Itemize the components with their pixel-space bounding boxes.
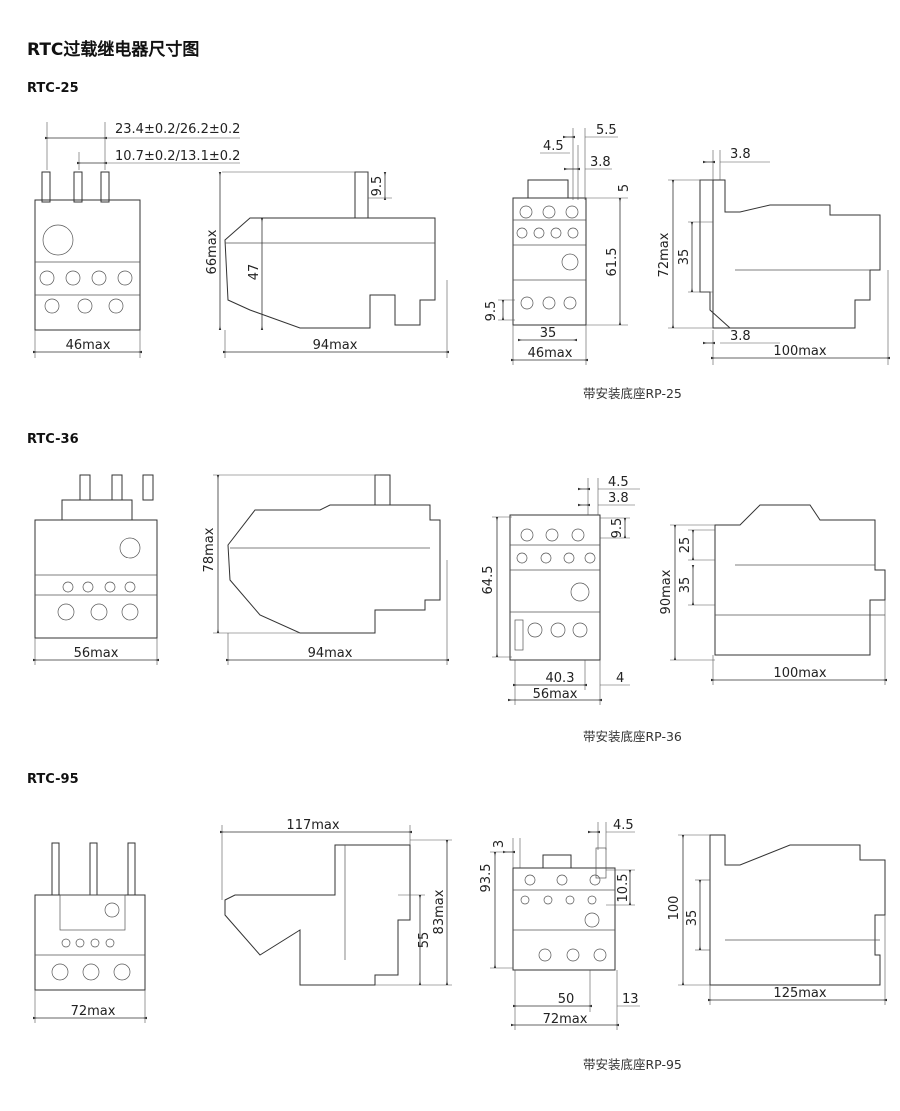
- section-rtc-95: RTC-95 72max 117max 55 83max: [27, 772, 887, 1072]
- dim-9-5: 9.5: [610, 518, 625, 539]
- dim-5: 5: [617, 184, 632, 192]
- dim-100max: 100max: [773, 344, 826, 359]
- front-view-drawing: [33, 842, 147, 1023]
- dim-13: 13: [622, 992, 639, 1007]
- dim-width: 56max: [74, 646, 119, 661]
- dim-40-3: 40.3: [546, 671, 575, 686]
- base-caption: 带安装底座RP-95: [583, 1057, 682, 1072]
- dim-height: 47: [247, 264, 262, 281]
- dim-width: 46max: [66, 338, 111, 353]
- side-view-drawing: [220, 825, 452, 986]
- base-caption: 带安装底座RP-25: [583, 386, 682, 401]
- dim-width: 72max: [71, 1004, 116, 1019]
- dim-35-rail: 35: [685, 910, 700, 927]
- base-side-view-drawing: [670, 504, 887, 685]
- base-side-view-drawing: [678, 834, 887, 1005]
- dim-4-5: 4.5: [543, 139, 564, 154]
- dim-depth: 117max: [286, 818, 339, 833]
- dim-35-rail: 35: [678, 577, 693, 594]
- dim-125max: 125max: [773, 986, 826, 1001]
- dim-height-max: 78max: [202, 527, 217, 572]
- dim-46max: 46max: [528, 346, 573, 361]
- dim-3-8-top: 3.8: [730, 147, 751, 162]
- dim-4-5: 4.5: [608, 475, 629, 490]
- dim-55: 55: [417, 932, 432, 949]
- dim-35-rail: 35: [677, 249, 692, 266]
- dim-height-max: 66max: [205, 229, 220, 274]
- side-view-drawing: [218, 171, 449, 358]
- base-side-view-drawing: [668, 150, 890, 365]
- dim-61-5: 61.5: [605, 248, 620, 277]
- front-view-drawing: [33, 474, 159, 665]
- base-front-view-drawing: [498, 128, 628, 365]
- section-title: RTC-95: [27, 772, 79, 787]
- dim-depth: 94max: [308, 646, 353, 661]
- dim-90max: 90max: [659, 569, 674, 614]
- dim-pitch-outer: 23.4±0.2/26.2±0.2: [115, 122, 240, 137]
- dim-35: 35: [540, 326, 557, 341]
- dim-72max: 72max: [657, 232, 672, 277]
- dim-93-5: 93.5: [479, 864, 494, 893]
- dim-100max: 100max: [773, 666, 826, 681]
- dim-4-5: 4.5: [613, 818, 634, 833]
- front-view-drawing: [33, 122, 240, 358]
- dim-3-8: 3.8: [590, 155, 611, 170]
- dim-3: 3: [492, 840, 507, 848]
- dim-tab: 9.5: [370, 176, 385, 197]
- section-rtc-36: RTC-36 56max 78max 94max: [27, 432, 887, 744]
- base-caption: 带安装底座RP-36: [583, 729, 682, 744]
- dim-4: 4: [616, 671, 624, 686]
- section-title: RTC-36: [27, 432, 79, 447]
- dim-50: 50: [558, 992, 575, 1007]
- dim-72max: 72max: [543, 1012, 588, 1027]
- dim-100: 100: [667, 896, 682, 921]
- dim-pitch-inner: 10.7±0.2/13.1±0.2: [115, 149, 240, 164]
- dim-10-5: 10.5: [616, 874, 631, 903]
- page-title: RTC过载继电器尺寸图: [27, 39, 199, 60]
- dim-height-max: 83max: [432, 889, 447, 934]
- dim-25: 25: [678, 537, 693, 554]
- section-title: RTC-25: [27, 81, 79, 96]
- dim-9-5: 9.5: [484, 301, 499, 322]
- dim-3-8-bottom: 3.8: [730, 329, 751, 344]
- dim-5-5: 5.5: [596, 123, 617, 138]
- dim-56max: 56max: [533, 687, 578, 702]
- side-view-drawing: [213, 474, 449, 665]
- base-front-view-drawing: [492, 478, 640, 705]
- dim-depth: 94max: [313, 338, 358, 353]
- base-front-view-drawing: [490, 822, 640, 1030]
- dim-64-5: 64.5: [481, 566, 496, 595]
- dim-3-8: 3.8: [608, 491, 629, 506]
- section-rtc-25: RTC-25 23.4±0.2/26.2±0.2 10.7±0.2/13.1±0…: [27, 81, 890, 401]
